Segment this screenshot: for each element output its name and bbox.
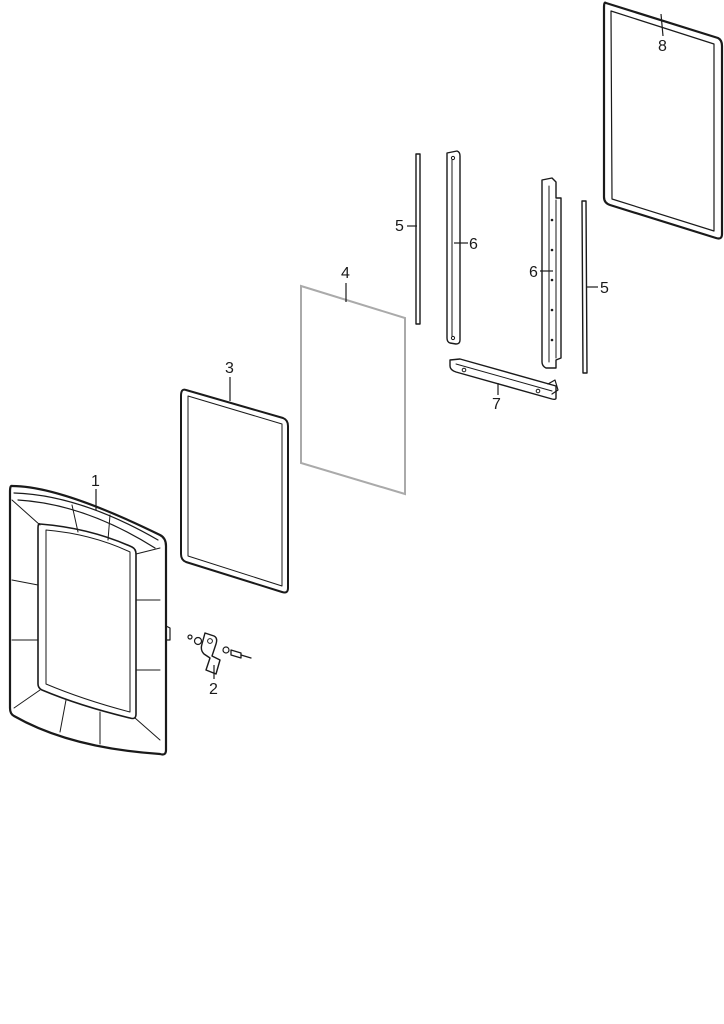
callout-8: 8 — [658, 38, 667, 55]
side-bracket-left — [446, 150, 461, 345]
glass-gasket — [180, 388, 289, 594]
callout-6-left: 6 — [469, 236, 478, 253]
side-seal-right — [581, 200, 588, 374]
callout-3: 3 — [225, 360, 234, 377]
door-frame — [8, 484, 171, 756]
callout-7: 7 — [492, 396, 501, 413]
bottom-bracket — [449, 358, 559, 401]
callout-5-right: 5 — [600, 280, 609, 297]
callout-4: 4 — [341, 265, 350, 282]
callout-2: 2 — [209, 681, 218, 698]
callout-1: 1 — [91, 473, 100, 490]
inner-glass-pane — [300, 284, 406, 496]
side-bracket-right — [541, 177, 562, 369]
callout-6-right: 6 — [529, 264, 538, 281]
door-liner-frame — [602, 1, 724, 240]
side-seal-left — [415, 153, 421, 325]
hinge-assembly — [187, 632, 252, 675]
callout-5-left: 5 — [395, 218, 404, 235]
leader-8 — [660, 13, 664, 37]
